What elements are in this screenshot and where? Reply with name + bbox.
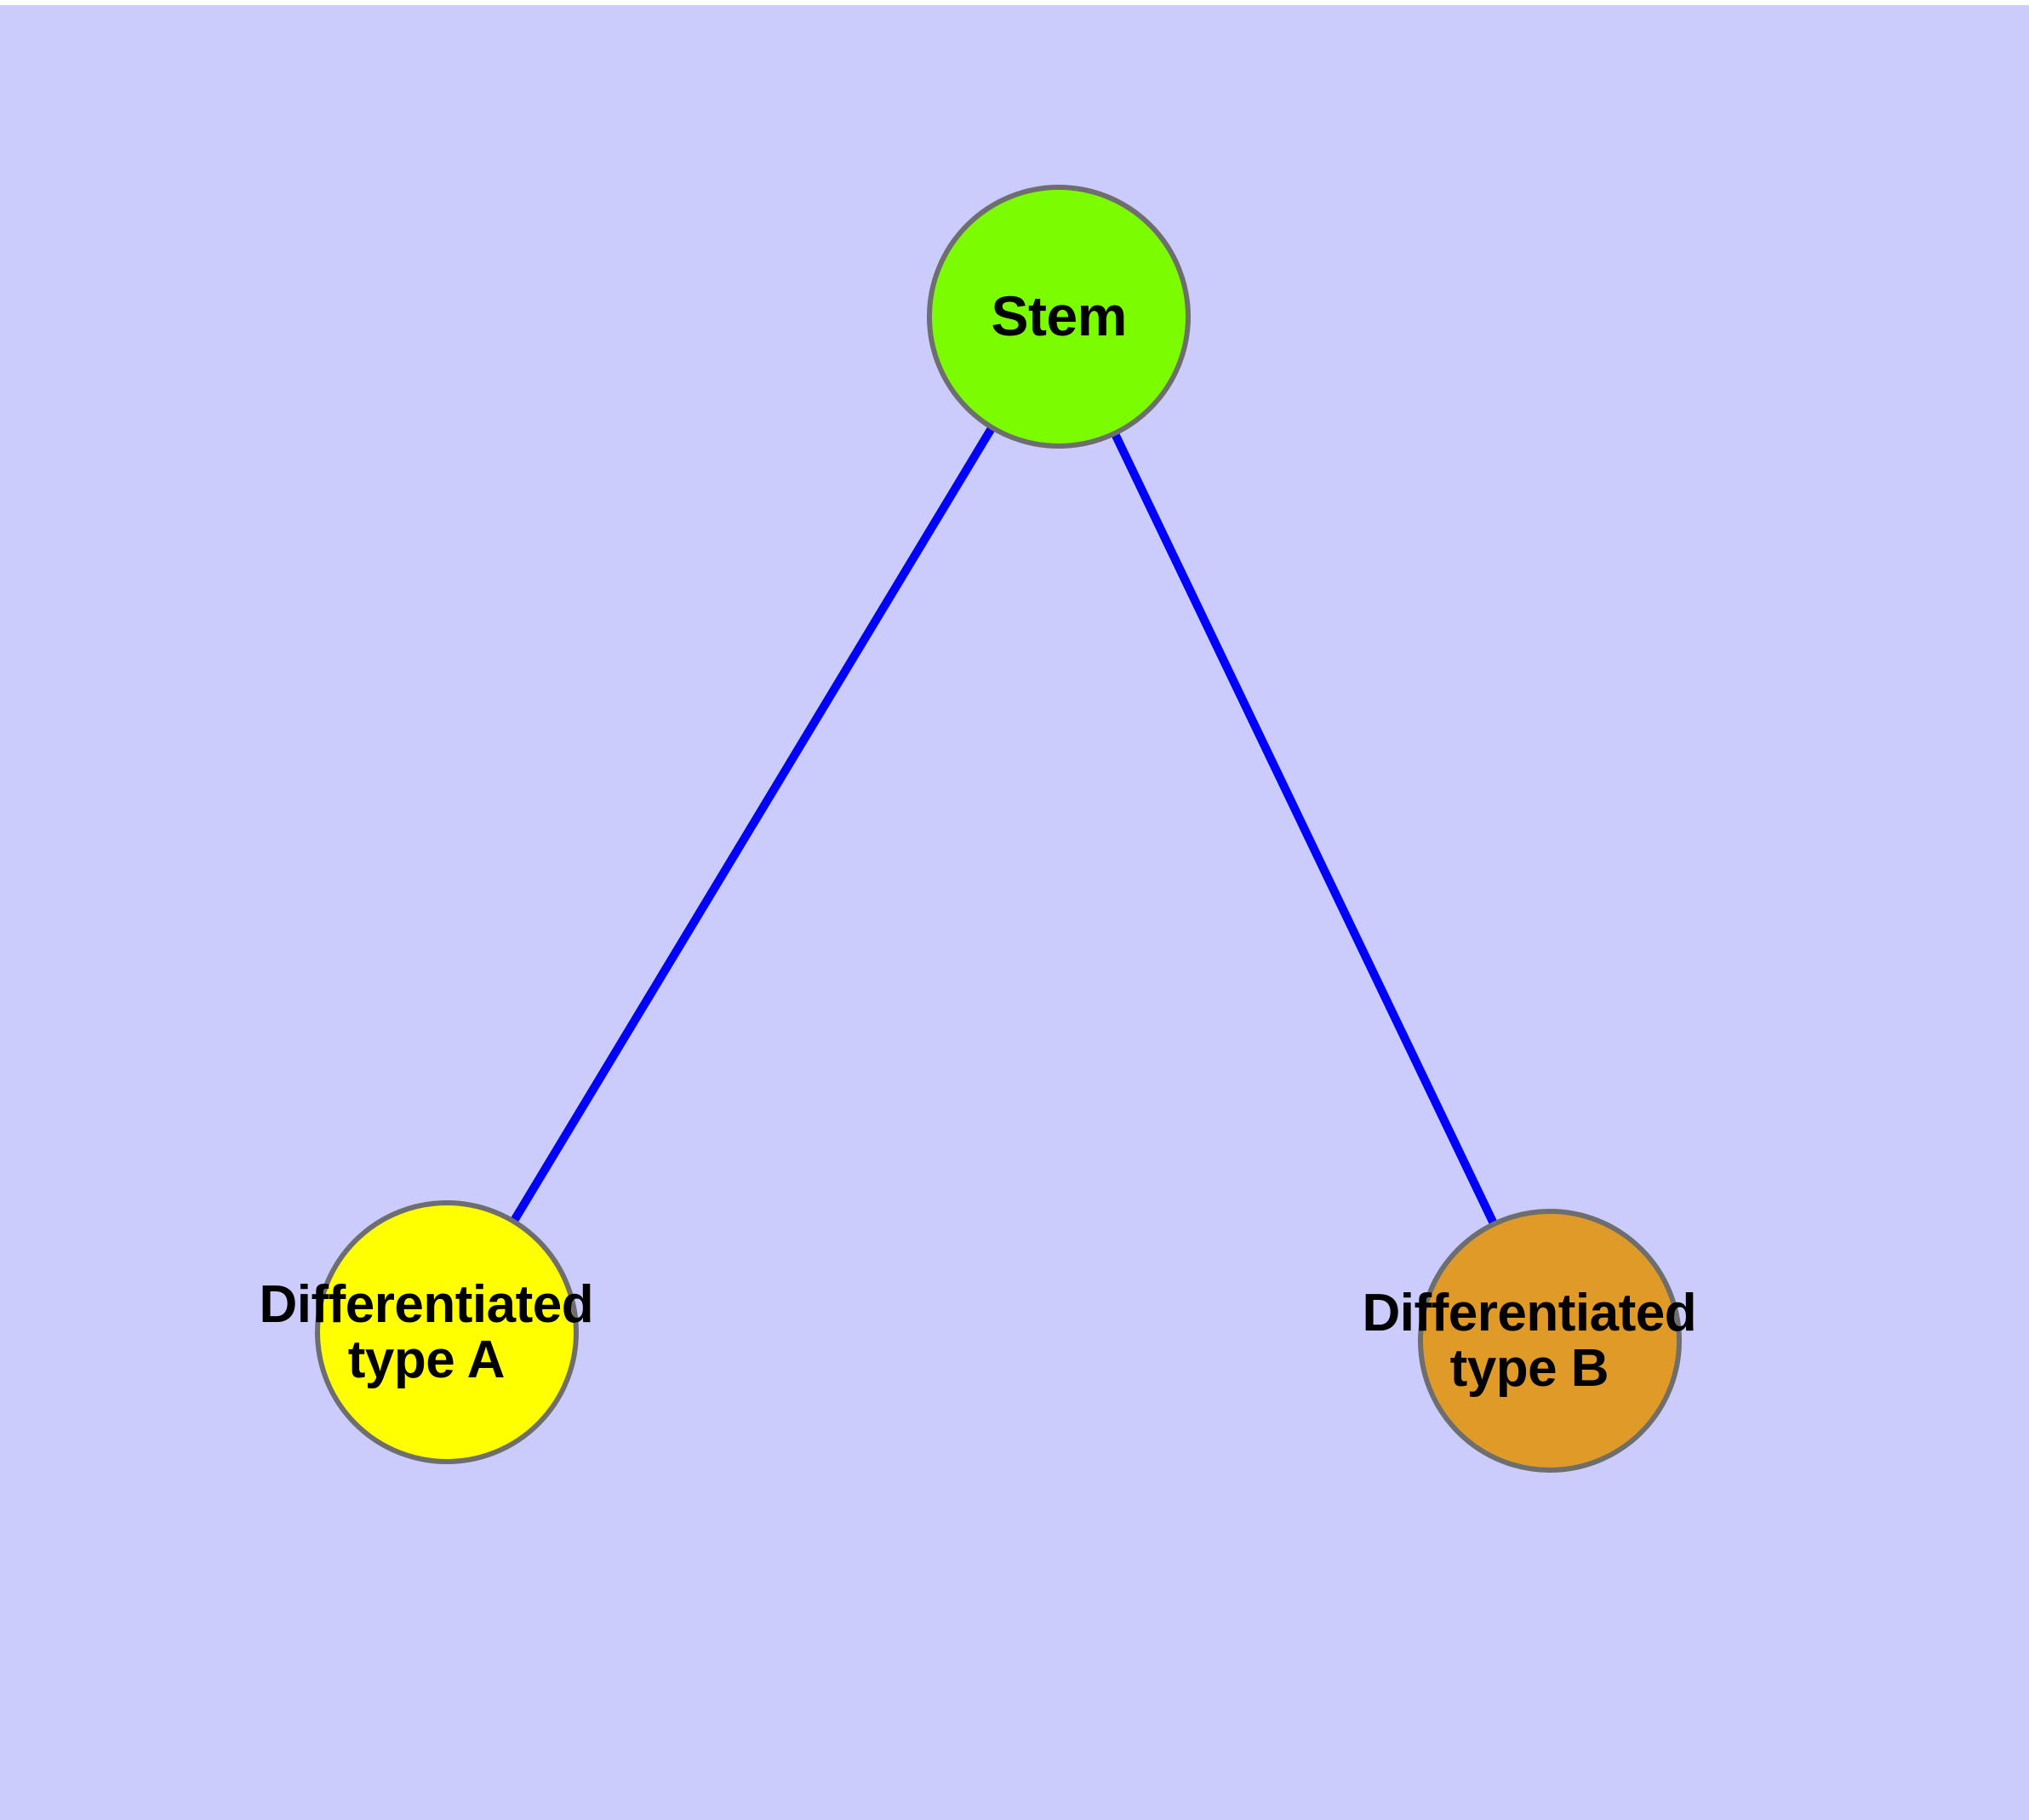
edge-layer: [443, 314, 1554, 1343]
graph-edge: [443, 314, 1063, 1335]
node-layer: [315, 185, 1682, 1473]
graph-node-diff_b[interactable]: [1418, 1209, 1682, 1473]
graph-node-diff_a[interactable]: [315, 1200, 579, 1464]
graph-node-stem[interactable]: [927, 185, 1191, 449]
graph-edge: [1055, 314, 1554, 1343]
